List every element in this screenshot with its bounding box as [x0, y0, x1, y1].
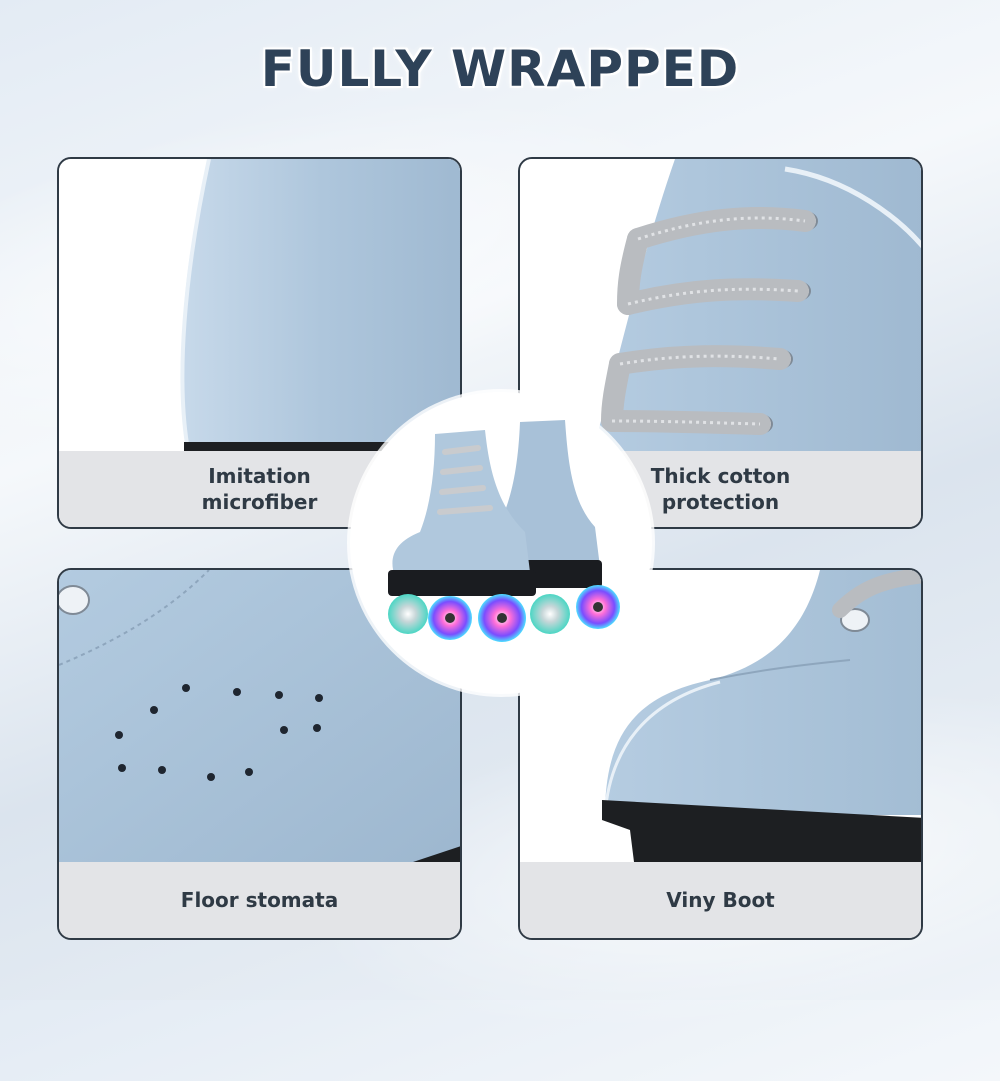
feature-label: Viny Boot: [666, 888, 775, 912]
boot-heel-photo: [59, 159, 460, 459]
roller-skates-image: [388, 420, 620, 642]
caption-bar: Viny Boot: [520, 862, 921, 938]
feature-label: Floor stomata: [180, 888, 339, 912]
product-image-circle: [350, 392, 652, 694]
caption-bar: Floor stomata: [59, 862, 460, 938]
feature-card-stomata: Floor stomata: [57, 568, 462, 940]
boot-laces-photo: [520, 159, 921, 459]
feature-label: Thick cotton protection: [650, 464, 791, 514]
feature-card-boot: Viny Boot: [518, 568, 923, 940]
boot-toe-photo: [520, 570, 921, 870]
page-title: FULLY WRAPPED: [260, 40, 740, 98]
feature-label: Imitation microfiber: [201, 464, 318, 514]
